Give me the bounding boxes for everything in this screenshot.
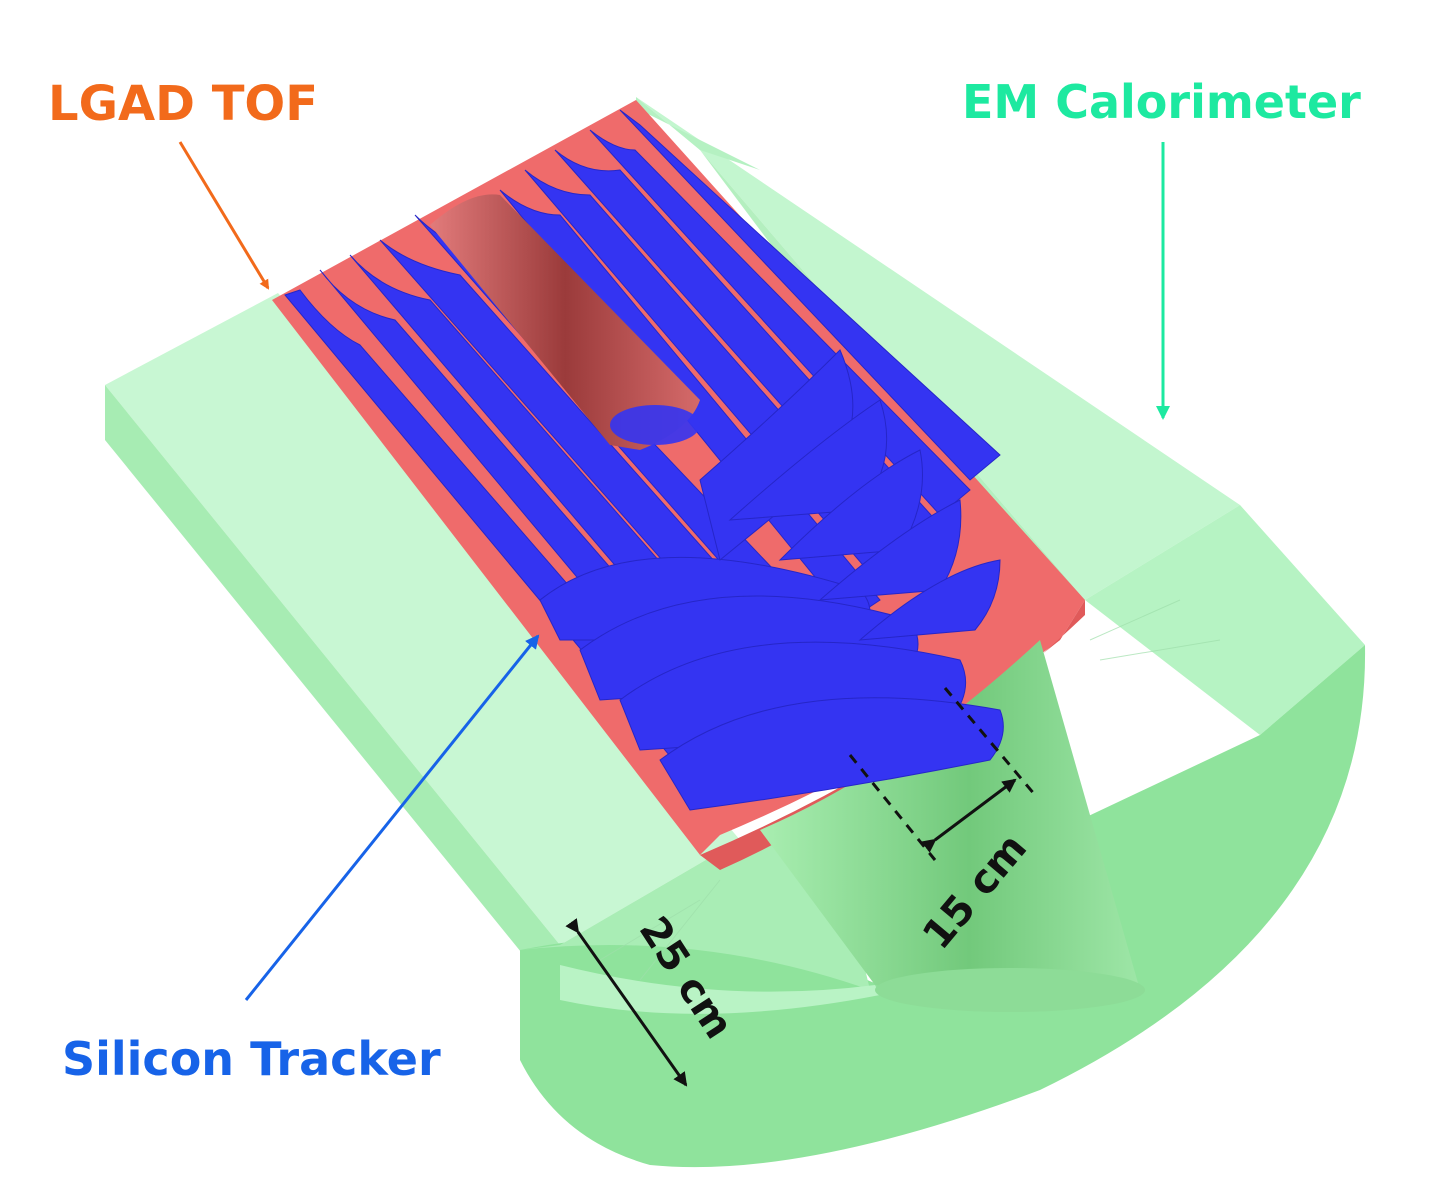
label-lgad-tof: LGAD TOF: [48, 76, 318, 132]
tracker-callout-arrow: [244, 634, 540, 1001]
label-em-calorimeter: EM Calorimeter: [962, 75, 1361, 129]
label-silicon-tracker: Silicon Tracker: [62, 1032, 441, 1086]
silicon-tracker: [284, 109, 1004, 811]
dim-dashed-left: [848, 754, 937, 861]
dim-dashed-right: [943, 687, 1037, 796]
beam-pipe-inner: [430, 194, 700, 450]
dim-arrow-15cm: [921, 778, 1017, 853]
tof-callout-arrow: [178, 141, 270, 290]
dim-arrow-25cm: [565, 918, 688, 1087]
